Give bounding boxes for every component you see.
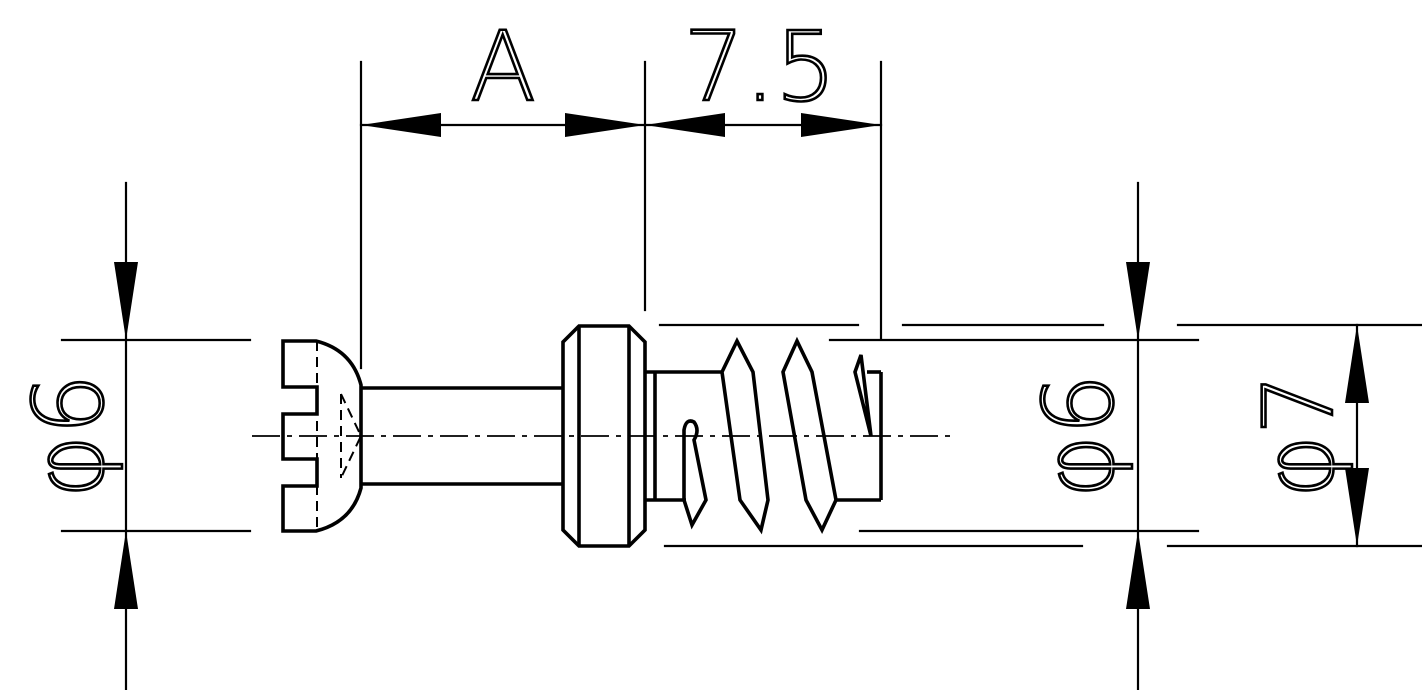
arrow-down [114,262,138,340]
arrow-down [1126,262,1150,340]
collar [561,324,647,548]
dimension-length-a: A [359,10,647,370]
thread-tip [853,354,873,437]
dimension-dia-thread-outer: φ7 [658,323,1422,548]
screw-shank [361,386,563,486]
thread-start [682,419,708,530]
arrow-left [645,113,725,137]
hidden-socket [316,341,363,531]
arrow-up [114,531,138,609]
dimension-label-dia-thread-outer: φ7 [1243,374,1355,498]
dimension-length-7-5: 7.5 [643,10,883,340]
arrow-left [361,113,441,137]
screw-head [281,339,363,533]
dimension-label-a: A [470,11,536,123]
dimension-label-dia-thread-inner: φ6 [1023,374,1135,498]
arrow-right [801,113,881,137]
thread-1 [720,336,770,535]
arrow-up [1345,325,1369,403]
dimension-label-7-5: 7.5 [684,11,837,123]
arrow-up [1126,531,1150,609]
dimension-dia-thread-inner: φ6 [828,181,1200,690]
arrow-down [1345,468,1369,546]
arrow-right [565,113,645,137]
dimension-label-dia-head: φ6 [13,374,125,498]
thread-2 [781,336,838,535]
threaded-body [645,370,883,502]
dimension-dia-head: φ6 [12,181,252,690]
thread-flights [682,336,873,535]
